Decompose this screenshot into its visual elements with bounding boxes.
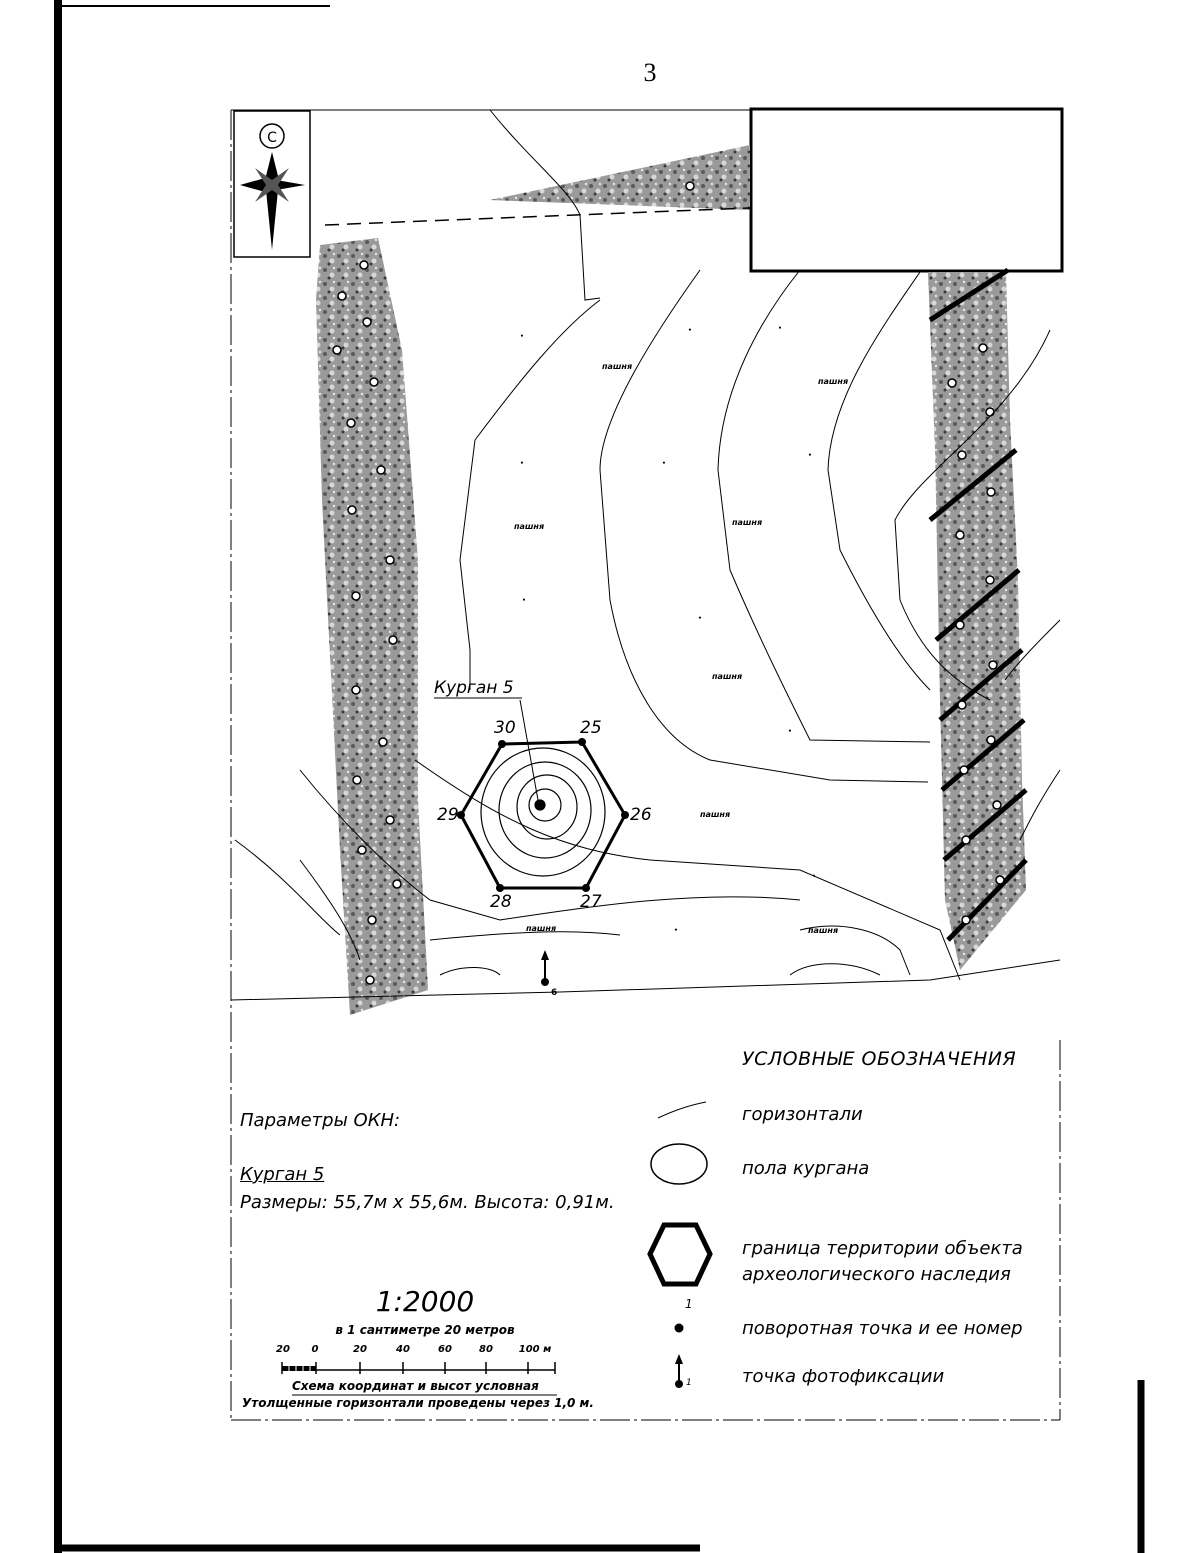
turning-point-label-26: 26 xyxy=(630,805,652,825)
svg-text:•: • xyxy=(778,325,782,332)
parameters-title: Параметры ОКН: xyxy=(240,1110,401,1131)
scale-bar xyxy=(281,1362,556,1374)
compass-letter: С xyxy=(267,130,277,146)
tree-strip-right-hatching xyxy=(928,267,1028,942)
field-label: пашня xyxy=(514,522,545,531)
photo-point-number: 6 xyxy=(551,988,558,998)
legend-point-sample-number: 1 xyxy=(685,1297,693,1311)
photo-point-arrow-icon xyxy=(675,1354,683,1388)
parameters-dimensions: Размеры: 55,7м х 55,6м. Высота: 0,91м. xyxy=(240,1192,615,1213)
field-label: пашня xyxy=(712,672,743,681)
north-arrow-icon xyxy=(233,110,311,258)
svg-text:•: • xyxy=(522,597,526,604)
dashed-boundary xyxy=(324,207,751,226)
scale-tick: 80 xyxy=(479,1344,493,1355)
hexagon-boundary xyxy=(459,740,627,890)
photo-point-icon xyxy=(541,950,549,986)
turning-point-label-27: 27 xyxy=(580,892,602,912)
tree-markers-left xyxy=(332,260,402,985)
page-number: 3 xyxy=(643,58,657,87)
turning-point-label-28: 28 xyxy=(490,892,512,912)
parameters-mound-name: Курган 5 xyxy=(240,1164,325,1185)
scale-tick: 20 xyxy=(353,1344,367,1355)
mound-leader-line xyxy=(519,699,539,801)
field-label: пашня xyxy=(602,362,633,371)
svg-text:•: • xyxy=(808,452,812,459)
legend-icons xyxy=(647,1101,713,1388)
scale-tick: 0 xyxy=(311,1344,319,1355)
turning-point-label-29: 29 xyxy=(437,805,459,825)
turning-point-label-30: 30 xyxy=(494,718,516,738)
turning-point-dot-icon xyxy=(674,1323,684,1333)
note-divider xyxy=(292,1394,557,1396)
svg-text:•: • xyxy=(812,873,816,880)
svg-text:•: • xyxy=(698,615,702,622)
hexagon-boundary-icon xyxy=(647,1222,713,1287)
field-label: пашня xyxy=(526,924,557,933)
mound-contours xyxy=(480,747,606,877)
contour-lines xyxy=(230,109,1061,1001)
field-label: пашня xyxy=(732,518,763,527)
svg-text:•: • xyxy=(520,460,524,467)
legend-photo-sample-number: 1 xyxy=(686,1378,692,1388)
field-label: пашня xyxy=(808,926,839,935)
legend-title: УСЛОВНЫЕ ОБОЗНАЧЕНИЯ xyxy=(742,1048,1017,1070)
svg-text:•: • xyxy=(688,327,692,334)
coordinates-note: Схема координат и высот условная xyxy=(292,1379,539,1393)
field-label: пашня xyxy=(818,377,849,386)
contours-note: Утолщенные горизонтали проведены через 1… xyxy=(242,1396,594,1410)
svg-text:•: • xyxy=(662,460,666,467)
legend-item-turning-point: поворотная точка и ее номер xyxy=(742,1318,1023,1339)
site-map: С xyxy=(230,107,1064,1015)
title-block xyxy=(749,107,1064,273)
svg-text:•: • xyxy=(674,927,678,934)
legend-item-mound-floor: пола кургана xyxy=(742,1158,870,1179)
tree-strip-left xyxy=(316,238,428,1015)
scale-tick: 60 xyxy=(438,1344,452,1355)
svg-text:•: • xyxy=(788,728,792,735)
field-label: пашня xyxy=(700,810,731,819)
svg-text:•: • xyxy=(520,333,524,340)
tree-wedge xyxy=(490,145,750,210)
legend-item-contours: горизонтали xyxy=(742,1104,863,1125)
legend-item-boundary: граница территории объекта археологическ… xyxy=(742,1238,1023,1285)
turning-point-dots xyxy=(457,738,629,892)
mound-floor-ellipse-icon xyxy=(650,1143,708,1185)
scale-note: в 1 сантиметре 20 метров xyxy=(335,1323,515,1337)
scale-tick: 100 м xyxy=(518,1344,552,1355)
scale-tick: 40 xyxy=(396,1344,410,1355)
scale-ratio: 1:2000 xyxy=(375,1285,475,1318)
tree-strip-right xyxy=(928,272,1026,970)
turning-point-label-25: 25 xyxy=(580,718,602,738)
scale-tick: 20 xyxy=(276,1344,290,1355)
spot-heights: • • • • • • • • • • • xyxy=(520,325,816,934)
contour-line-icon xyxy=(657,1101,707,1119)
map-mound-label: Курган 5 xyxy=(434,678,514,698)
legend-item-photo-point: точка фотофиксации xyxy=(742,1366,945,1387)
